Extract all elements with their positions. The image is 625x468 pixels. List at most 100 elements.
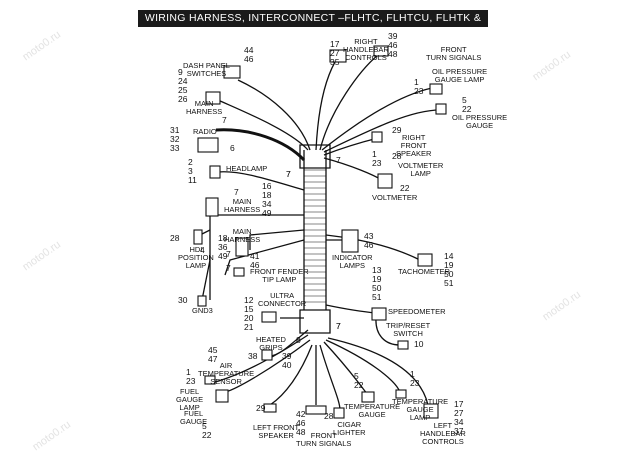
radio-conduit [215,128,306,162]
wire-to-oil-lamp [321,87,433,151]
trip-switch-symbol [397,340,409,350]
callout-mh-mid-7: 7 [234,187,239,197]
wire-to-trip [375,317,401,346]
callout-heated-38: 38 [248,351,258,361]
temp-gauge-symbol [361,391,375,403]
label-indicator-lamps: INDICATOR LAMPS [332,253,373,270]
callout-rs-28: 28 [392,151,402,161]
label-front-turn-signals-bottom: FRONT TURN SIGNALS [296,431,352,448]
tachometer-symbol [417,253,433,267]
label-air-temperature-sensor: AIR TEMPERATURE SENSOR [198,361,255,386]
callout-temp-lamp: 1 23 [410,369,420,388]
callout-left-hb: 17 27 34 37 [454,399,464,436]
fuel-gauge-symbol [215,389,229,403]
cigar-symbol [333,407,345,419]
callout-radio-top: 7 [222,115,227,125]
label-ultra-connector: ULTRA CONNECTOR [258,291,307,308]
callout-fender-7a: 7 [226,249,231,259]
callout-main-harness-top: 9 24 25 26 [178,67,188,104]
main-harness-top-connector [205,91,221,105]
wire-to-tach [325,234,421,261]
label-temperature-gauge-lamp: TEMPERATURE GAUGE LAMP [392,397,449,422]
label-right-front-speaker: RIGHT FRONT SPEAKER [396,133,432,158]
wire-to-speedo [325,304,377,314]
callout-air-temp: 45 47 [208,345,218,364]
callout-heated-right: 39 40 [282,351,292,370]
label-front-turn-signals-top: FRONT TURN SIGNALS [426,45,482,62]
label-temperature-gauge: TEMPERATURE GAUGE [344,402,401,419]
callout-temp-gauge: 5 22 [354,371,364,390]
label-left-handlebar-controls: LEFT HANDLEBAR CONTROLS [420,421,466,446]
label-voltmeter: VOLTMETER [372,193,418,202]
turn-top-symbol [373,45,389,57]
callout-right-speaker: 29 [392,125,402,135]
callout-right-hb: 17 27 35 [330,39,340,67]
label-heated-grips: HEATED GRIPS [256,335,286,352]
wire-to-right-hb [315,61,336,151]
diagram-title: WIRING HARNESS, INTERCONNECT –FLHTC, FLH… [138,10,488,41]
label-cigar-lighter: CIGAR LIGHTER [333,420,366,437]
oil-lamp-symbol [429,83,443,95]
callout-center-7-low: 7 [336,321,341,331]
label-gnd3: GND3 [192,306,213,315]
air-temp-symbol [204,375,216,385]
wire-to-cigar [319,344,341,411]
wire-to-fuel-lamp [224,339,311,393]
oil-gauge-symbol [435,103,447,115]
wire-left-low [224,239,305,276]
indicator-lamps-symbol [341,229,359,253]
wire-to-gnd3 [201,259,211,301]
callout-bottom-7: 7 [336,321,341,331]
label-oil-pressure-gauge: OIL PRESSURE GAUGE [452,113,508,130]
gnd3-symbol [197,295,207,307]
wire-to-air-temp [214,334,309,383]
callout-hdi: 28 [170,233,180,243]
label-radio: RADIO [193,127,217,136]
label-right-handlebar-controls: RIGHT HANDLEBAR CONTROLS [343,37,389,62]
label-speedometer: SPEEDOMETER [388,307,446,316]
wire-to-main-harness-top [217,99,309,151]
mh-low-connector [235,237,249,257]
callout-oil-lamp: 1 23 [414,77,424,96]
callout-turn-bottom: 42 46 48 [296,409,306,437]
right-hb-symbol [329,49,347,63]
wire-to-turn-top [319,54,379,151]
callout-fuel-gauge: 5 22 [202,421,212,440]
heated-grips-symbol [261,349,273,361]
callout-harness-7: 7 [286,169,291,179]
callout-oil-gauge: 5 22 [462,95,472,114]
label-dash-panel-switches: DASH PANEL SWITCHES [183,61,230,78]
wire-to-oil-gauge [323,109,441,153]
label-fuel-gauge: FUEL GAUGE [180,409,208,426]
wire-to-headlamp [217,171,305,191]
callout-fuel-gauge-lamp: 1 23 [186,367,196,386]
label-left-front-speaker: LEFT FRONT SPEAKER [253,423,300,440]
wire-to-dash-switches [237,79,311,151]
label-voltmeter-lamp: VOLTMETER LAMP [398,161,444,178]
callout-radio-left: 31 32 33 [170,125,180,153]
callout-mh-mid-nums: 16 18 34 49 [262,181,272,218]
callout-volt-22: 22 [400,183,410,193]
callout-center-7-mid: 7 [286,169,291,179]
trunk-cap-bottom [299,309,331,334]
label-main-harness-top: MAIN HARNESS [186,99,223,116]
callout-left-speaker: 29 [256,403,266,413]
callout-radio-right: 6 [230,143,235,153]
hdi-lamp-symbol [193,229,203,245]
callout-volt-lamp: 1 23 [372,149,382,168]
mh-mid-connector [205,197,219,217]
label-main-harness-mid: MAIN HARNESS [224,197,261,214]
voltmeter-symbol [377,173,393,189]
turn-bottom-symbol [305,405,327,415]
label-hdi-position-lamp: HDI POSITION LAMP [178,245,214,270]
callout-fender-7b: 7 [226,263,231,273]
left-speaker-symbol [263,403,277,413]
callout-tach: 14 19 50 51 [444,251,454,288]
headlamp-connector [209,165,221,179]
callout-mh-low: 18 36 49 [218,233,228,261]
label-headlamp: HEADLAMP [226,164,268,173]
wire-to-right-speaker [323,137,379,156]
label-tachometer: TACHOMETER [398,267,450,276]
speedometer-symbol [371,307,387,321]
callout-bottom-8: 8 [296,335,301,345]
